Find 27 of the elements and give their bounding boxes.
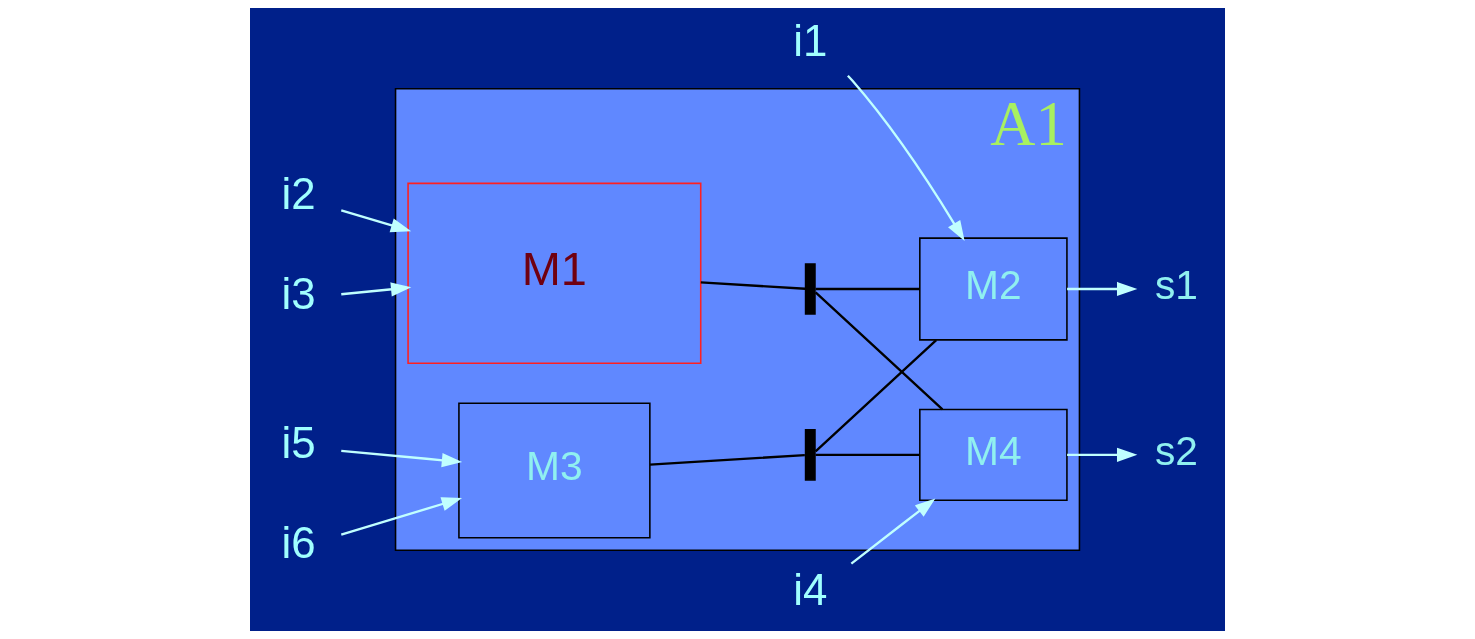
arrow [1067, 281, 1138, 297]
connector [700, 281, 806, 290]
node-text: i5 [281, 417, 316, 467]
connector [814, 291, 944, 411]
node-box: M3 [458, 402, 651, 539]
node-text: i2 [281, 169, 316, 219]
node-text: s2 [1154, 427, 1198, 474]
node-text: i4 [793, 564, 828, 614]
node-text: i3 [281, 269, 316, 319]
connector [815, 453, 920, 457]
node-text: i1 [793, 15, 828, 65]
arrow [341, 449, 463, 468]
arrow [340, 209, 412, 233]
node-box: M4 [919, 408, 1068, 502]
node-bar [804, 429, 816, 481]
connector [814, 339, 938, 453]
node-text: i6 [281, 518, 316, 568]
arrow [850, 498, 936, 565]
node-bar [804, 263, 816, 315]
node-box: M1 [407, 182, 702, 365]
connector [815, 287, 920, 291]
connector [650, 453, 805, 466]
node-text: s1 [1154, 261, 1198, 308]
arrow [341, 282, 412, 297]
arrow [1067, 447, 1138, 462]
arrow [340, 497, 463, 536]
node-box: M2 [919, 237, 1068, 341]
